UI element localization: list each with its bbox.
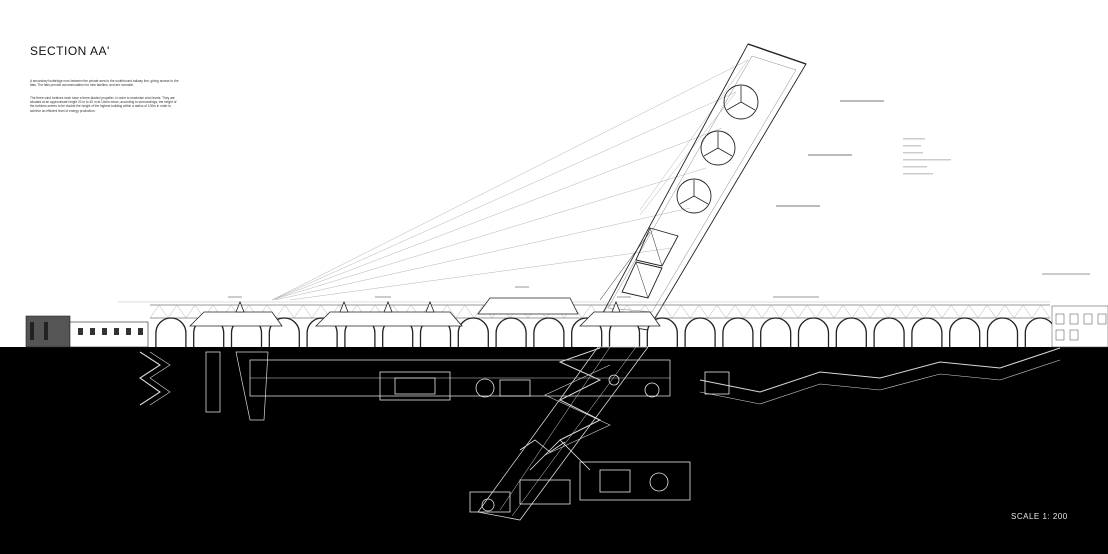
truss-member bbox=[779, 304, 799, 319]
truss-member bbox=[887, 304, 907, 319]
scale-label: SCALE 1: 200 bbox=[1011, 512, 1068, 521]
left-buildings bbox=[25, 315, 149, 348]
truss-member bbox=[1031, 304, 1051, 319]
turbine-tower bbox=[597, 43, 807, 331]
turbine-rotors bbox=[676, 84, 759, 214]
tower-cables bbox=[271, 59, 749, 301]
description-paragraph: The three wind turbines each have a thre… bbox=[30, 96, 177, 113]
bridge-pods bbox=[189, 297, 661, 327]
description-paragraph: A secondary footbridge runs between the … bbox=[30, 79, 179, 88]
truss-member bbox=[671, 304, 691, 319]
viaduct-arch bbox=[1024, 317, 1056, 347]
truss-member bbox=[761, 304, 781, 319]
truss-member bbox=[797, 304, 817, 319]
viaduct-arch bbox=[949, 317, 981, 347]
truss-member bbox=[851, 304, 871, 319]
viaduct-arches bbox=[155, 317, 1056, 347]
viaduct-arch bbox=[873, 317, 905, 347]
truss-member bbox=[833, 304, 853, 319]
truss-member bbox=[707, 304, 727, 319]
truss-member bbox=[995, 304, 1015, 319]
viaduct-arch bbox=[911, 317, 943, 347]
truss-member bbox=[743, 304, 763, 319]
truss-member bbox=[941, 304, 961, 319]
viaduct-arch bbox=[533, 317, 565, 347]
truss-member bbox=[725, 304, 745, 319]
truss-member bbox=[455, 304, 475, 319]
truss-member bbox=[653, 304, 673, 319]
truss-member bbox=[689, 304, 709, 319]
truss-member bbox=[311, 304, 331, 319]
truss-member bbox=[167, 304, 187, 319]
underground-machinery bbox=[379, 371, 730, 513]
truss-member bbox=[275, 304, 295, 319]
viaduct-arch bbox=[684, 317, 716, 347]
faint-annotations bbox=[228, 100, 1090, 298]
viaduct-arch bbox=[797, 317, 830, 347]
truss-member bbox=[977, 304, 997, 319]
truss-member bbox=[923, 304, 943, 319]
drawing-title: SECTION AA' bbox=[30, 44, 110, 58]
truss-member bbox=[815, 304, 835, 319]
truss-member bbox=[293, 304, 313, 319]
truss-member bbox=[905, 304, 925, 319]
truss-member bbox=[1013, 304, 1033, 319]
viaduct-arch bbox=[760, 317, 792, 347]
truss-member bbox=[185, 304, 205, 319]
underground-structure bbox=[139, 346, 1061, 521]
ground-mass bbox=[0, 347, 1108, 554]
viaduct-arch bbox=[835, 317, 867, 347]
viaduct-arch bbox=[722, 317, 754, 347]
viaduct-arch bbox=[986, 317, 1019, 347]
truss-member bbox=[869, 304, 889, 319]
viaduct-arch bbox=[457, 317, 489, 347]
truss-member bbox=[959, 304, 979, 319]
right-building bbox=[1051, 305, 1108, 348]
viaduct-arch bbox=[155, 317, 187, 347]
truss-member bbox=[149, 304, 169, 319]
viaduct-arch bbox=[495, 317, 527, 347]
